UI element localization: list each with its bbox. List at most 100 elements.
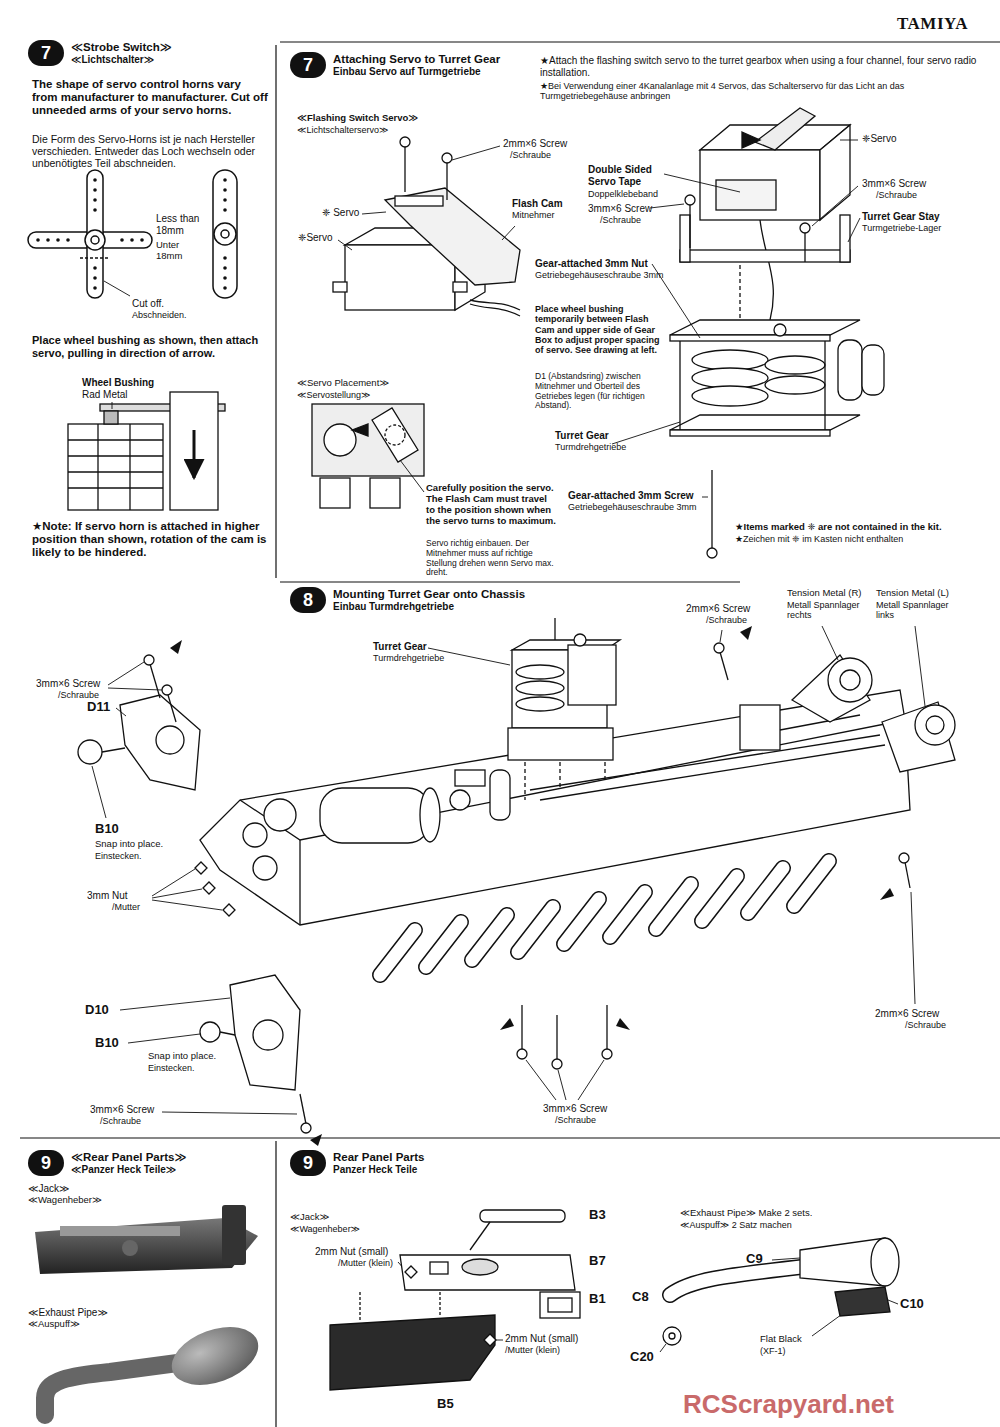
part-name: 3mm×6 Screw xyxy=(588,203,652,215)
step-heading: 9 Rear Panel PartsPanzer Heck Teile xyxy=(290,1150,424,1176)
step-subtitle: ≪Lichtschalter≫ xyxy=(71,54,172,66)
step-title: Mounting Turret Gear onto Chassis xyxy=(333,588,525,601)
bushing-diagram xyxy=(68,392,225,510)
part-number: B5 xyxy=(437,1397,454,1412)
part-name: Metall Spannlager rechts xyxy=(787,600,869,621)
step-title: ≪Rear Panel Parts≫ xyxy=(71,1151,187,1164)
part-name: Rad Metal xyxy=(82,389,128,401)
step-subtitle: ≪Panzer Heck Teile≫ xyxy=(71,1164,187,1176)
sub-heading: ≪Jack≫ xyxy=(28,1183,70,1195)
step-number: 7 xyxy=(290,52,326,78)
note-text: ★Note: If servo horn is attached in high… xyxy=(32,520,268,560)
instruction-text: Servo richtig einbauen. Der Mitnehmer mu… xyxy=(426,539,556,578)
part-number: C9 xyxy=(746,1252,763,1267)
part-note: Einstecken. xyxy=(95,851,142,861)
part-name: /Mutter (klein) xyxy=(338,1258,393,1268)
leader-lines xyxy=(92,140,925,1352)
instruction-text: D1 (Abstandsring) zwischen Mitnehmer und… xyxy=(535,372,670,411)
jack-photo xyxy=(35,1205,258,1274)
part-number: B10 xyxy=(95,822,119,837)
part-number: D10 xyxy=(85,1003,109,1018)
part-name: /Schraube xyxy=(905,1020,946,1030)
part-name: Tension Metal (L) xyxy=(876,588,949,599)
part-name: /Schraube xyxy=(706,615,747,625)
dimension-label: Less than 18mm xyxy=(156,213,206,236)
step-title: Rear Panel Parts xyxy=(333,1151,424,1164)
part-name: 2mm×6 Screw xyxy=(686,603,750,615)
part-name: Gear-attached 3mm Nut xyxy=(535,258,648,270)
part-name: /Schraube xyxy=(876,190,917,200)
part-name: Double Sided Servo Tape xyxy=(588,164,663,187)
flashing-switch-servo xyxy=(333,137,520,316)
suspension-parts xyxy=(78,643,955,1133)
part-name: /Mutter (klein) xyxy=(505,1345,560,1355)
road-wheel-axles xyxy=(380,861,829,975)
part-number: C10 xyxy=(900,1297,924,1312)
part-number: C20 xyxy=(630,1350,654,1365)
part-note: Einstecken. xyxy=(148,1063,195,1073)
heading-column: ≪Rear Panel Parts≫≪Panzer Heck Teile≫ xyxy=(71,1151,187,1176)
servo-horns xyxy=(28,170,237,298)
part-name: /Mutter xyxy=(112,902,140,912)
part-name: Turret Gear xyxy=(555,430,609,442)
part-name: Turret Gear xyxy=(373,641,427,653)
step-number: 9 xyxy=(28,1150,64,1176)
part-name: 3mm×6 Screw xyxy=(36,678,100,690)
turret-gear-unit xyxy=(508,618,620,800)
step-subtitle: Einbau Turmdrehgetriebe xyxy=(333,601,525,613)
step-number: 8 xyxy=(290,587,326,613)
heading-column: Mounting Turret Gear onto ChassisEinbau … xyxy=(333,588,525,613)
part-note: Snap into place. xyxy=(95,839,163,850)
part-name: 2mm×6 Screw xyxy=(875,1008,939,1020)
part-name: 2mm Nut (small) xyxy=(505,1333,578,1345)
instruction-text: Place wheel bushing as shown, then attac… xyxy=(32,334,268,359)
sub-heading: ≪Auspuff≫ 2 Satz machen xyxy=(680,1220,792,1230)
part-note: Snap into place. xyxy=(148,1051,216,1062)
step-number: 9 xyxy=(290,1150,326,1176)
part-number: D11 xyxy=(87,700,110,715)
part-name: Flash Cam xyxy=(512,198,563,210)
sub-heading: ≪Exhaust Pipe≫ Make 2 sets. xyxy=(680,1208,812,1219)
sub-heading: ≪Auspuff≫ xyxy=(28,1319,80,1330)
part-name: Turret Gear Stay xyxy=(862,211,940,223)
heading-column: ≪Strobe Switch≫≪Lichtschalter≫ xyxy=(71,41,172,66)
servo-placement-view xyxy=(312,404,424,508)
part-name: Getriebegehäuseschraube 3mm xyxy=(568,502,697,512)
part-name: 2mm Nut (small) xyxy=(315,1246,388,1258)
part-name: Doppelklebeband xyxy=(588,189,658,199)
instruction-text: The shape of servo control horns vary fr… xyxy=(32,78,268,118)
part-name: Gear-attached 3mm Screw xyxy=(568,490,694,502)
exhaust-parts xyxy=(663,1238,899,1345)
part-name: /Schraube xyxy=(58,690,99,700)
dimension-label: Unter 18mm xyxy=(156,240,201,262)
part-name: /Schraube xyxy=(510,150,551,160)
step-heading: 9 ≪Rear Panel Parts≫≪Panzer Heck Teile≫ xyxy=(28,1150,187,1176)
part-number: B7 xyxy=(589,1254,606,1269)
note-text: ★Bei Verwendung einer 4Kanalanlage mit 4… xyxy=(540,81,990,102)
part-number: C8 xyxy=(632,1290,649,1305)
part-number: B1 xyxy=(589,1292,606,1307)
part-name: Turmdrehgetriebe xyxy=(555,442,626,452)
part-note: Abschneiden. xyxy=(132,310,187,320)
part-number: B3 xyxy=(589,1208,606,1223)
part-name: Turmdrehgetriebe xyxy=(373,653,444,663)
paint-note: (XF-1) xyxy=(760,1346,786,1356)
part-name: /Schraube xyxy=(600,215,641,225)
sub-heading: ≪Servo Placement≫ xyxy=(297,378,389,389)
note-text: ★Attach the flashing switch servo to the… xyxy=(540,55,990,78)
step-subtitle: Panzer Heck Teile xyxy=(333,1164,424,1176)
part-name: Metall Spannlager links xyxy=(876,600,958,621)
heading-column: Attaching Servo to Turret GearEinbau Ser… xyxy=(333,53,500,78)
turret-gearbox xyxy=(670,108,884,558)
horn-holes xyxy=(36,178,227,290)
part-name: ❈Servo xyxy=(298,232,333,244)
sub-heading: ≪Wagenheber≫ xyxy=(290,1224,360,1234)
watermark: RCScrapyard.net xyxy=(680,1390,897,1420)
heading-column: Rear Panel PartsPanzer Heck Teile xyxy=(333,1151,424,1176)
part-name: 2mm×6 Screw xyxy=(503,138,567,150)
step-heading: 7 Attaching Servo to Turret GearEinbau Se… xyxy=(290,52,500,78)
part-name: Wheel Bushing xyxy=(82,377,154,389)
part-number: B10 xyxy=(95,1036,119,1051)
